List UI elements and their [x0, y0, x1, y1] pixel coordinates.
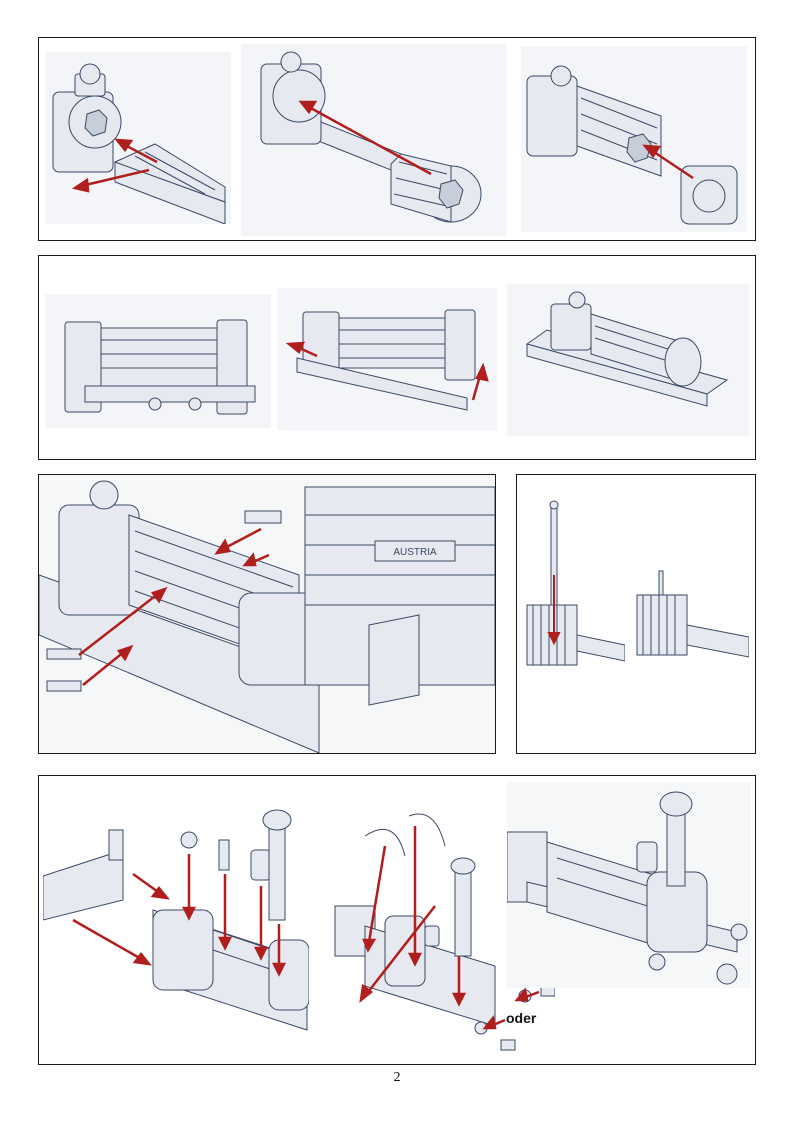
oder-label: oder [506, 1010, 537, 1026]
frame-side-panel [38, 255, 756, 460]
lever-insert-illustration [526, 500, 625, 666]
step-dome-chimney-fit [43, 790, 309, 1046]
final-assembly-panel: oder [38, 775, 756, 1065]
step-frame-to-smokebox [45, 52, 231, 224]
frame-smokebox-illustration [52, 63, 226, 224]
boiler-assembly-panel [38, 37, 756, 241]
barrel-smokebox-illustration [260, 51, 482, 223]
step-lever-complete [629, 485, 749, 725]
side-frame-illustration [285, 309, 489, 411]
firebox-barrel-illustration [526, 65, 738, 225]
step-lever-insert [521, 485, 625, 725]
detail-panel: AUSTRIA [38, 474, 496, 754]
side-view-illustration [64, 319, 256, 415]
step-nameplate-detail: AUSTRIA [39, 475, 495, 753]
step-side-frame-attach [277, 288, 497, 430]
step-side-view [45, 294, 271, 428]
finished-locomotive-illustration [507, 791, 748, 985]
step-frame-complete [507, 284, 749, 436]
frame-complete-illustration [525, 291, 729, 407]
step-finished-locomotive [507, 782, 751, 988]
cab-roof-illustration [334, 813, 555, 1051]
step-barrel-to-smokebox [241, 44, 507, 236]
nameplate-text: AUSTRIA [393, 547, 437, 558]
page-number: 2 [393, 1070, 401, 1085]
dome-chimney-illustration [43, 809, 309, 1031]
step-firebox-to-barrel [521, 46, 747, 232]
lever-complete-illustration [636, 570, 749, 658]
nameplate-detail-illustration: AUSTRIA [39, 480, 495, 753]
lever-panel [516, 474, 756, 754]
